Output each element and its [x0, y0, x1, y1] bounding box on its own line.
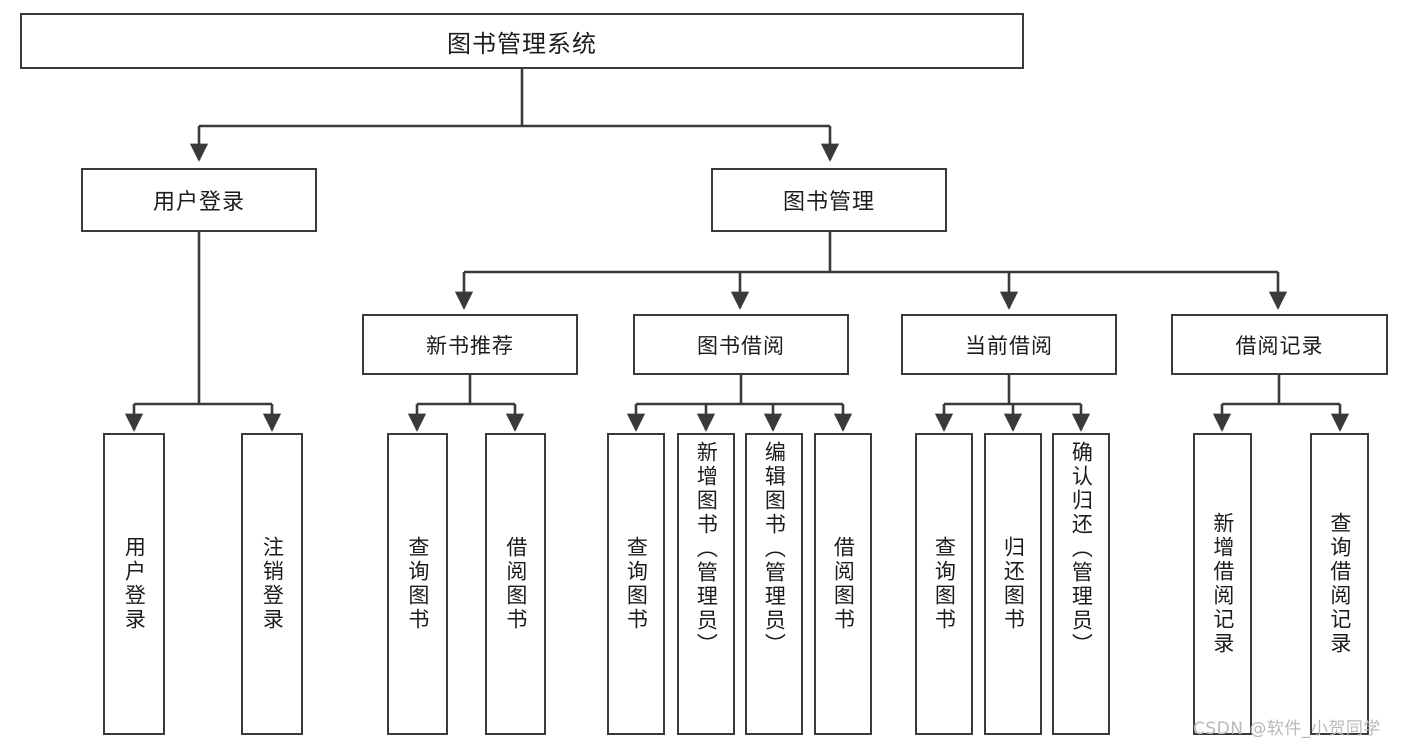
node-leaf-add-book[interactable]: 新增图书（管理员）: [677, 433, 735, 735]
node-label: 图书管理: [782, 190, 875, 215]
node-leaf-query-record[interactable]: 查询借阅记录: [1310, 433, 1369, 735]
node-label: 查询图书: [932, 536, 957, 632]
node-label: 新增图书（管理员）: [694, 441, 719, 657]
node-borrow-record[interactable]: 借阅记录: [1171, 314, 1388, 375]
node-label: 查询图书: [405, 536, 430, 632]
node-label: 新书推荐: [426, 333, 514, 358]
node-label: 归还图书: [1001, 536, 1026, 632]
node-leaf-logout-login[interactable]: 注销登录: [241, 433, 303, 735]
node-leaf-return-book[interactable]: 归还图书: [984, 433, 1042, 735]
node-label: 编辑图书（管理员）: [762, 441, 787, 657]
node-label: 借阅图书: [503, 536, 528, 632]
node-leaf-query-book-1[interactable]: 查询图书: [387, 433, 448, 735]
node-label: 图书管理系统: [447, 29, 597, 58]
node-label: 借阅记录: [1235, 333, 1324, 358]
node-leaf-edit-book[interactable]: 编辑图书（管理员）: [745, 433, 803, 735]
node-new-book-recommend[interactable]: 新书推荐: [362, 314, 578, 375]
node-book-borrow[interactable]: 图书借阅: [633, 314, 849, 375]
node-leaf-user-login[interactable]: 用户登录: [103, 433, 165, 735]
node-leaf-query-book-2[interactable]: 查询图书: [607, 433, 665, 735]
node-label: 用户登录: [152, 190, 245, 215]
node-root-system[interactable]: 图书管理系统: [20, 13, 1024, 69]
node-user-login[interactable]: 用户登录: [81, 168, 317, 232]
node-book-manage[interactable]: 图书管理: [711, 168, 947, 232]
node-leaf-borrow-book-1[interactable]: 借阅图书: [485, 433, 546, 735]
node-leaf-borrow-book-2[interactable]: 借阅图书: [814, 433, 872, 735]
node-label: 借阅图书: [831, 536, 856, 632]
node-label: 图书借阅: [697, 333, 785, 358]
node-leaf-confirm-return[interactable]: 确认归还（管理员）: [1052, 433, 1110, 735]
node-label: 查询图书: [624, 536, 649, 632]
node-label: 用户登录: [122, 536, 147, 632]
node-current-borrow[interactable]: 当前借阅: [901, 314, 1117, 375]
node-leaf-query-book-3[interactable]: 查询图书: [915, 433, 973, 735]
csdn-watermark: CSDN @软件_小贺同学: [1193, 719, 1381, 739]
node-label: 查询借阅记录: [1327, 512, 1352, 656]
node-label: 新增借阅记录: [1210, 512, 1235, 656]
node-label: 当前借阅: [965, 333, 1053, 358]
node-leaf-add-record[interactable]: 新增借阅记录: [1193, 433, 1252, 735]
node-label: 确认归还（管理员）: [1069, 441, 1094, 657]
node-label: 注销登录: [260, 536, 285, 632]
